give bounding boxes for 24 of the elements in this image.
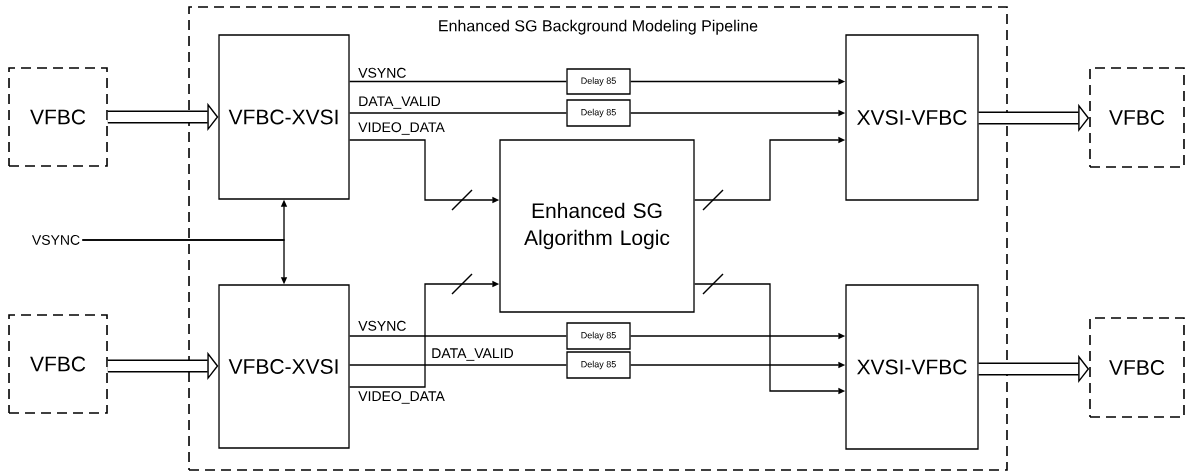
converter-box: VFBC-XVSI [218,284,350,449]
converter-box: XVSI-VFBC [845,34,979,201]
signal-label: VSYNC [31,235,80,245]
edge-label: VIDEO_DATA [357,121,446,136]
connector-line [349,335,567,337]
edge-label: DATA_VALID [357,95,442,110]
edge-label: VSYNC [357,66,408,79]
connector-line [349,112,567,114]
converter-box: XVSI-VFBC [845,284,979,450]
delay-box: Delay 85 [566,322,631,350]
edge-label: VSYNC [357,319,408,332]
interface-box: VFBC [8,67,108,167]
delay-box: Delay 85 [566,99,631,127]
edge-label: DATA_VALID [430,347,515,362]
interface-box: VFBC [1089,67,1185,168]
logic-box: Enhanced SG Algorithm Logic [499,139,695,313]
connector-line [349,364,567,366]
converter-box: VFBC-XVSI [218,34,350,200]
delay-box: Delay 85 [566,68,631,95]
interface-box: VFBC [8,314,108,414]
interface-box: VFBC [1089,317,1185,418]
delay-box: Delay 85 [566,351,631,379]
edge-label: VIDEO_DATA [357,390,446,405]
connector-line [349,80,567,83]
